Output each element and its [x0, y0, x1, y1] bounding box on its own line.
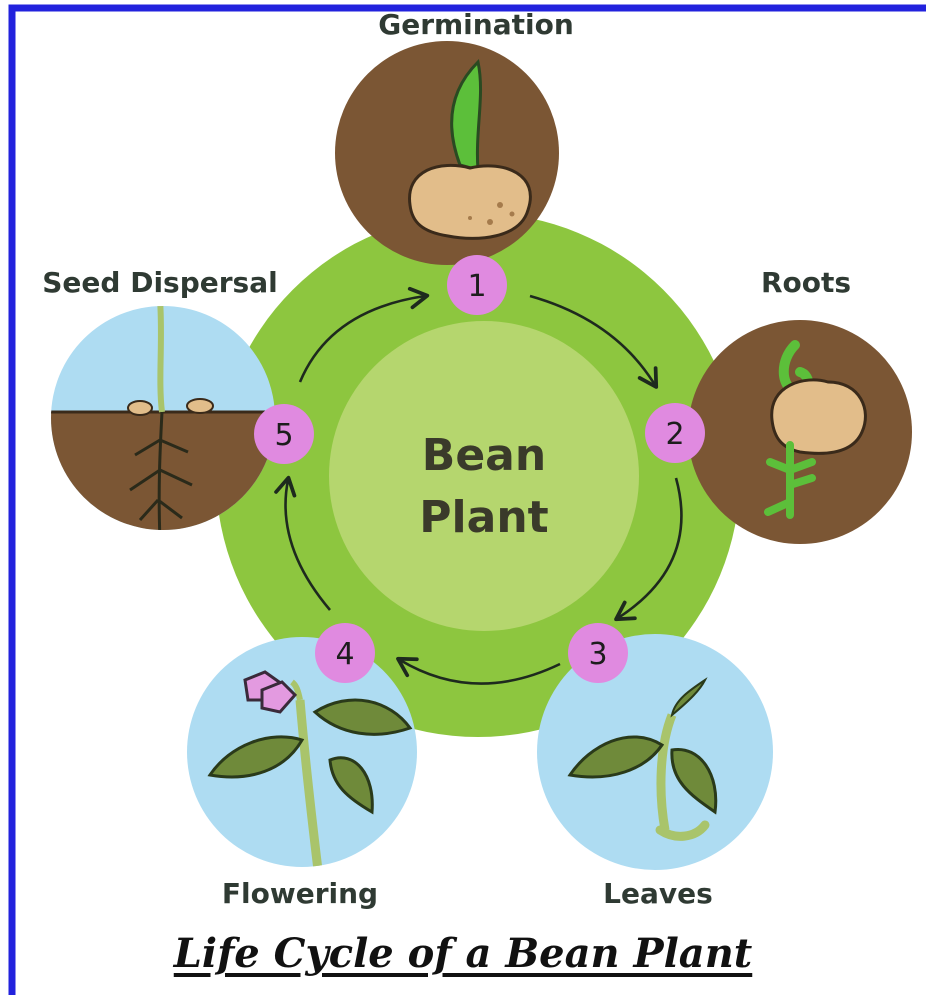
stage-3-leaves: Leaves	[537, 634, 773, 910]
badge-1-number: 1	[467, 269, 486, 304]
badge-2-number: 2	[665, 417, 684, 452]
stage-4-label: Flowering	[222, 877, 378, 910]
badge-3-number: 3	[588, 637, 607, 672]
stage-3-label: Leaves	[603, 877, 713, 910]
center-label-line2: Plant	[419, 492, 548, 543]
stage-2-roots: Roots	[688, 266, 912, 544]
badge-5-number: 5	[274, 418, 293, 453]
center-label-line1: Bean	[422, 430, 546, 481]
stage-4-flowering: Flowering	[187, 637, 417, 910]
badge-4-number: 4	[335, 637, 354, 672]
stage-1-label: Germination	[378, 8, 574, 41]
diagram-title: Life Cycle of a Bean Plant	[0, 930, 926, 977]
stage-5-label: Seed Dispersal	[42, 266, 277, 299]
stage-2-label: Roots	[761, 266, 851, 299]
